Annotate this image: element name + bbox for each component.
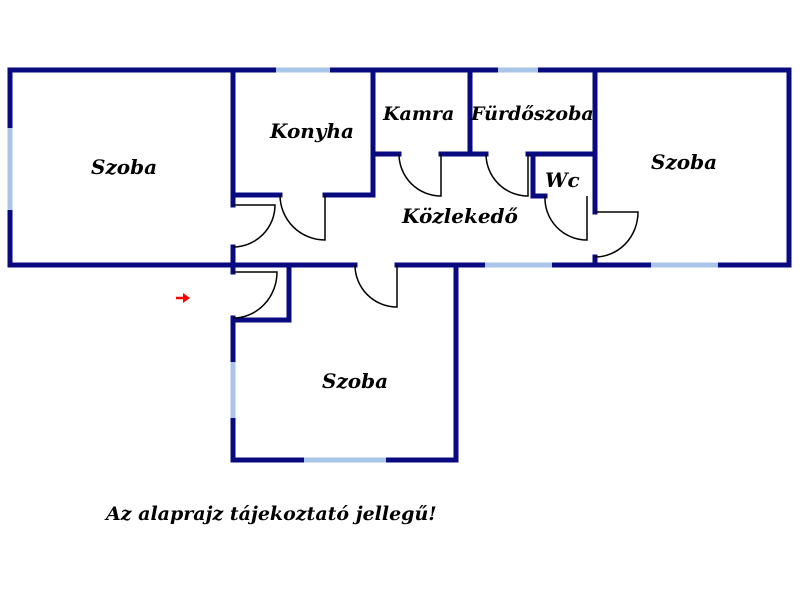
room-label-konyha: Konyha bbox=[269, 119, 354, 143]
right-arrow-icon bbox=[176, 293, 190, 303]
room-label-kamra: Kamra bbox=[382, 103, 454, 125]
door-kamra bbox=[398, 153, 442, 197]
door-right-room bbox=[594, 211, 639, 258]
door-wc bbox=[544, 195, 588, 241]
room-label-kozlekedo: Közlekedő bbox=[401, 204, 519, 228]
room-label-szoba-left: Szoba bbox=[91, 155, 157, 179]
door-konyha bbox=[279, 194, 326, 241]
door-entrance bbox=[232, 271, 278, 319]
room-label-szoba-right: Szoba bbox=[651, 150, 717, 174]
windows bbox=[7, 67, 718, 463]
room-label-furdoszoba: Fürdőszoba bbox=[470, 103, 594, 125]
room-label-szoba-bottom: Szoba bbox=[322, 369, 388, 393]
door-bottom-room bbox=[354, 264, 398, 308]
room-label-wc: Wc bbox=[545, 168, 580, 192]
door-left-room bbox=[232, 204, 276, 248]
doors bbox=[232, 153, 639, 319]
disclaimer-text: Az alaprajz tájekoztató jellegű! bbox=[106, 503, 437, 525]
door-furdo bbox=[485, 153, 529, 197]
